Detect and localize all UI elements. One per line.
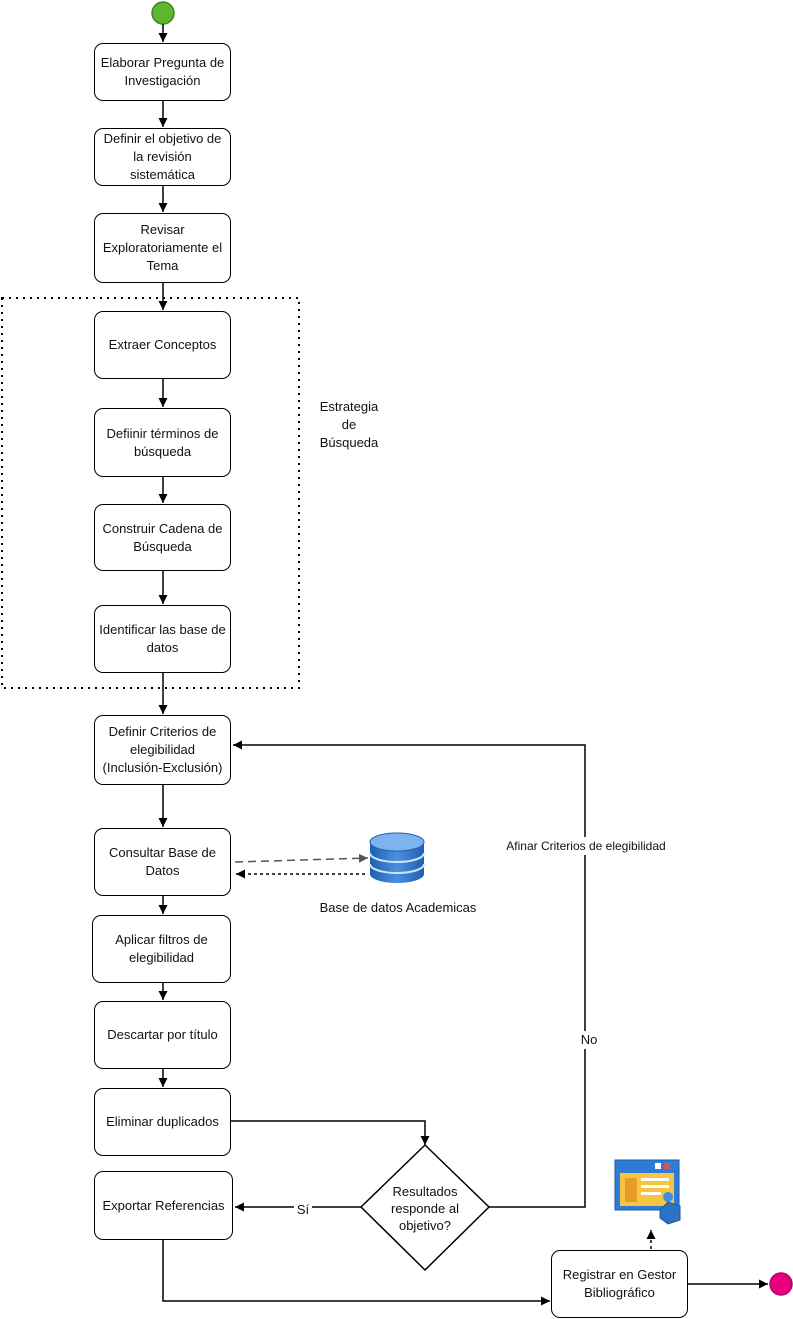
node-identificar-bases[interactable]: Identificar las base de datos [94,605,231,673]
node-aplicar-filtros[interactable]: Aplicar filtros de elegibilidad [92,915,231,983]
decision-diamond[interactable] [359,1143,491,1272]
node-construir-cadena[interactable]: Construir Cadena de Búsqueda [94,504,231,571]
node-eliminar-duplicados[interactable]: Eliminar duplicados [94,1088,231,1156]
database-icon [369,832,425,883]
start-node-icon [151,1,175,25]
connector-exportar-registrar [162,1240,550,1306]
node-revisar-tema[interactable]: Revisar Exploratoriamente el Tema [94,213,231,283]
node-elaborar-pregunta[interactable]: Elaborar Pregunta de Investigación [94,43,231,101]
node-descartar-titulo[interactable]: Descartar por título [94,1001,231,1069]
connector-consultar-database [234,853,369,863]
refine-criteria-label: Afinar Criterios de elegibilidad [498,837,674,855]
reference-manager-icon [614,1159,681,1225]
node-registrar-gestor[interactable]: Registrar en Gestor Bibliográfico [551,1250,688,1318]
node-definir-objetivo[interactable]: Definir el objetivo de la revisión siste… [94,128,231,186]
decision-label: Resultados responde al objetivo? [391,1183,459,1233]
end-node-icon [769,1272,793,1296]
connectors [158,24,768,1306]
node-definir-criterios[interactable]: Definir Criterios de elegibilidad (Inclu… [94,715,231,785]
database-label: Base de datos Academicas [319,900,477,915]
search-strategy-frame [1,297,300,689]
connector-eliminar-decision [231,1120,430,1145]
edge-label-si: Sí [294,1201,312,1219]
search-strategy-label: Estrategia de Búsqueda [319,399,379,450]
edge-label-no: No [578,1031,600,1049]
node-definir-terminos[interactable]: Defiinir términos de búsqueda [94,408,231,477]
node-consultar-base[interactable]: Consultar Base de Datos [94,828,231,896]
connector-decision-criterios [233,740,586,1208]
node-extraer-conceptos[interactable]: Extraer Conceptos [94,311,231,379]
node-exportar-referencias[interactable]: Exportar Referencias [94,1171,233,1240]
